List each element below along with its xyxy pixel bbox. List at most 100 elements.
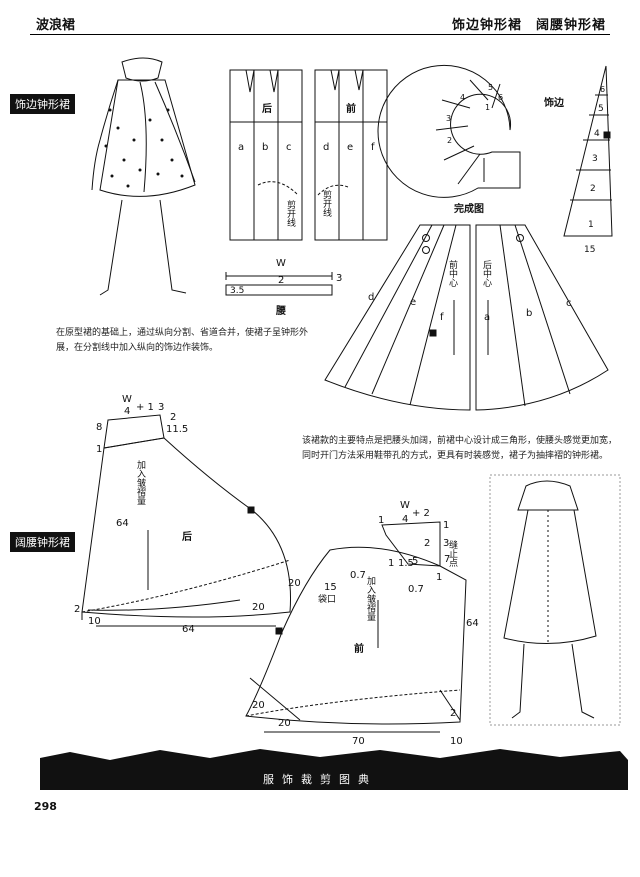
front-5: 5 (412, 556, 418, 567)
back-10: 10 (88, 616, 101, 627)
back-formula-top: W (122, 394, 132, 405)
front-10: 10 (450, 736, 463, 747)
spiral-3: 3 (446, 114, 451, 123)
back-1: 1 (96, 444, 102, 455)
finished-label: 完成图 (454, 202, 484, 215)
header-title-right: 饰边钟形裙 阔腰钟形裙 (451, 18, 606, 33)
front-bell-pattern (245, 521, 467, 733)
ruffle-label: 饰边 (544, 96, 565, 109)
strip-5: 5 (598, 104, 604, 114)
skirt-c: c (566, 298, 572, 309)
section-tag-ruffle-bell: 饰边钟形裙 (10, 94, 75, 114)
front-07b: 0.7 (408, 584, 424, 595)
waistband-label: 腰 (275, 305, 286, 317)
footer-band (40, 749, 628, 790)
spiral-4: 4 (460, 93, 465, 102)
front-1: 1 (378, 515, 384, 526)
front-center: 前中心 (447, 259, 458, 287)
front-64: 64 (466, 618, 479, 629)
back-2: 2 (170, 412, 176, 423)
spiral-6: 6 (498, 93, 503, 102)
back-8: 8 (96, 422, 102, 433)
back-20a: 20 (288, 578, 301, 589)
back-title: 后 (182, 530, 192, 543)
back-formula-bottom: 4 (124, 406, 130, 417)
page-number: 298 (34, 800, 57, 813)
finished-skirt (324, 224, 609, 411)
back-64b: 64 (182, 624, 195, 635)
front-1d: 1 (436, 572, 442, 583)
spiral-1: 1 (485, 103, 490, 112)
cut-line-back: 剪开线 (285, 199, 296, 227)
strip-4: 4 (594, 129, 600, 139)
header-title-left: 波浪裙 (36, 18, 76, 33)
skirt-a: a (484, 312, 490, 323)
front-15: 15 (324, 582, 337, 593)
front-add-pleat: 加入皱褶量 (365, 576, 376, 621)
back-64: 64 (116, 518, 129, 529)
back-115: 11.5 (166, 424, 188, 435)
panel-a: a (238, 142, 244, 153)
front-3: 3 (443, 538, 449, 549)
front-20a: 20 (252, 700, 265, 711)
front-skirt-block (314, 69, 388, 241)
strip-2: 2 (590, 184, 596, 194)
front-1c: 1 (388, 558, 394, 569)
cut-line-front: 剪开线 (321, 189, 332, 217)
skirt-d: d (368, 292, 374, 303)
back-20b: 20 (252, 602, 265, 613)
spiral-5: 5 (488, 83, 493, 92)
waistband-35: 3.5 (230, 286, 244, 296)
back-center: 后中心 (481, 260, 492, 287)
panel-f: f (371, 142, 375, 153)
waistband (225, 272, 333, 296)
ruffle-strip (563, 65, 613, 237)
illustration-wide-waist-skirt (489, 474, 621, 726)
front-07a: 0.7 (350, 570, 366, 581)
description-ruffle-bell: 在原型裙的基础上，通过纵向分割、省道合并，使裙子呈钟形外展，在分割线中加入纵向的… (56, 328, 309, 353)
header-rule (30, 34, 610, 35)
front-2b: 2 (450, 708, 456, 719)
front-stop-point: 缝止点 (447, 539, 458, 568)
strip-1: 1 (588, 220, 594, 230)
back-add-pleat: 加入皱褶量 (135, 460, 146, 505)
spiral-2: 2 (447, 136, 452, 145)
panel-c: c (286, 142, 292, 153)
label-front: 前 (346, 102, 356, 115)
skirt-f: f (440, 312, 444, 323)
front-7: 7 (444, 554, 450, 565)
label-back: 后 (262, 102, 272, 115)
description-wide-waist-bell: 该裙款的主要特点是把腰头加阔，前裙中心设计成三角形，使腰头感觉更加宽，同时开门方… (302, 436, 618, 461)
panel-d: d (323, 142, 329, 153)
ruffle-spiral (377, 64, 521, 198)
skirt-e: e (410, 297, 416, 308)
panel-b: b (262, 142, 268, 153)
panel-e: e (347, 142, 353, 153)
waistband-3: 3 (336, 273, 342, 284)
front-pocket: 袋口 (318, 593, 336, 605)
front-formula-top: W (400, 500, 410, 511)
section-tag-wide-waist-bell: 阔腰钟形裙 (10, 532, 75, 552)
footer-book-title: 服饰裁剪图典 (263, 773, 377, 786)
back-formula-plus: + 1 (136, 402, 154, 413)
back-skirt-block (229, 69, 303, 241)
skirt-b: b (526, 308, 532, 319)
waistband-formula-bottom: 2 (278, 275, 284, 286)
front-15b: 1.5 (398, 558, 414, 569)
front-20b: 20 (278, 718, 291, 729)
illustration-ruffle-skirt (91, 57, 196, 296)
strip-6: 6 (600, 85, 605, 94)
front-title: 前 (354, 642, 364, 655)
strip-3: 3 (592, 154, 598, 164)
front-formula-plus: + 2 (412, 508, 430, 519)
strip-width: 15 (584, 245, 595, 255)
front-70: 70 (352, 736, 365, 747)
front-1b: 1 (443, 520, 449, 531)
front-formula-bottom: 4 (402, 514, 408, 525)
waistband-formula-top: W (276, 258, 286, 269)
front-2: 2 (424, 538, 430, 549)
back-2b: 2 (74, 604, 80, 615)
back-bell-pattern (81, 414, 292, 627)
back-3: 3 (158, 402, 164, 413)
